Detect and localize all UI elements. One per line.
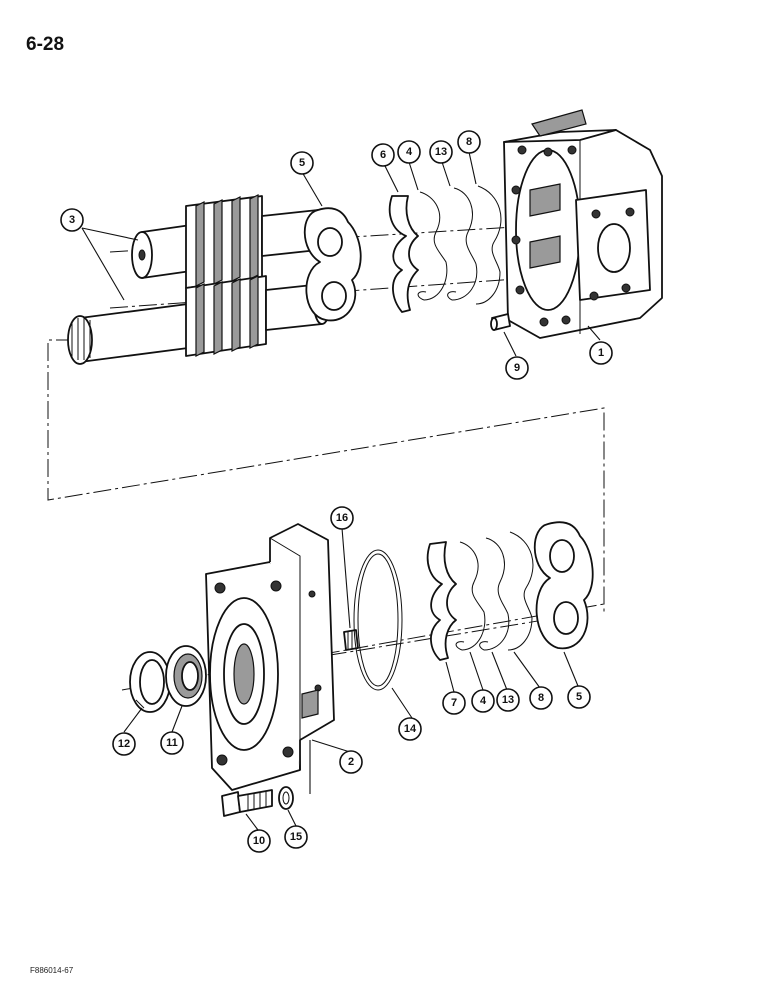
- pump-body: [503, 109, 663, 339]
- svg-text:1: 1: [598, 347, 604, 359]
- svg-text:8: 8: [466, 136, 472, 148]
- seal-ring-4-lower: [455, 541, 486, 651]
- callout-5-lower: 5: [567, 685, 591, 709]
- svg-text:4: 4: [480, 695, 487, 707]
- svg-text:8: 8: [538, 692, 544, 704]
- gear-shaft-upper: [131, 194, 327, 289]
- figure-code: F886014-67: [30, 966, 74, 975]
- seal-ring-8-upper: [475, 185, 502, 305]
- page-number: 6-28: [26, 34, 65, 55]
- leader-lines: [81, 151, 601, 831]
- callout-1: 1: [589, 341, 613, 365]
- svg-text:14: 14: [404, 723, 417, 735]
- wear-plate-lower: [533, 521, 594, 650]
- seal-ring-4-upper: [417, 191, 448, 301]
- svg-text:5: 5: [299, 157, 305, 169]
- callout-8-lower: 8: [529, 686, 553, 710]
- callout-3: 3: [60, 208, 84, 232]
- snap-ring: [129, 651, 171, 713]
- callout-10: 10: [247, 829, 271, 853]
- callout-12: 12: [112, 732, 136, 756]
- svg-text:9: 9: [514, 362, 520, 374]
- backup-seal-lower: [426, 541, 457, 661]
- svg-text:4: 4: [406, 146, 413, 158]
- svg-text:7: 7: [451, 697, 457, 709]
- callout-8-upper: 8: [457, 130, 481, 154]
- callout-13-upper: 13: [429, 140, 453, 164]
- svg-text:2: 2: [348, 756, 354, 768]
- callout-9: 9: [505, 356, 529, 380]
- svg-text:15: 15: [290, 831, 302, 843]
- mounting-flange-cover: [205, 523, 335, 791]
- callout-14: 14: [398, 717, 422, 741]
- svg-text:13: 13: [502, 694, 514, 706]
- o-ring: [353, 549, 403, 691]
- wear-plate-upper: [303, 207, 362, 322]
- seal-ring-13-upper: [447, 187, 478, 301]
- seal-ring-8-lower: [507, 531, 534, 651]
- lock-washer: [278, 786, 294, 810]
- callout-4-upper: 4: [397, 140, 421, 164]
- svg-text:16: 16: [336, 512, 348, 524]
- callout-4-lower: 4: [471, 689, 495, 713]
- shaft-seal: [165, 645, 207, 707]
- gear-shaft-lower-splined: [67, 275, 331, 365]
- callout-11: 11: [160, 731, 184, 755]
- callout-6: 6: [371, 143, 395, 167]
- callout-15: 15: [284, 825, 308, 849]
- dowel-pin: [490, 313, 511, 331]
- callout-16: 16: [330, 506, 354, 530]
- callout-2: 2: [339, 750, 363, 774]
- svg-text:11: 11: [166, 737, 178, 749]
- seal-ring-13-lower: [479, 537, 510, 651]
- callout-7: 7: [442, 691, 466, 715]
- svg-text:6: 6: [380, 149, 386, 161]
- bolt: [221, 789, 273, 817]
- svg-text:13: 13: [435, 146, 447, 158]
- svg-text:5: 5: [576, 691, 582, 703]
- svg-text:3: 3: [69, 214, 75, 226]
- callout-5-upper: 5: [290, 151, 314, 175]
- backup-seal-upper: [388, 195, 419, 313]
- callout-13-lower: 13: [496, 688, 520, 712]
- svg-text:12: 12: [118, 738, 130, 750]
- svg-text:10: 10: [253, 835, 265, 847]
